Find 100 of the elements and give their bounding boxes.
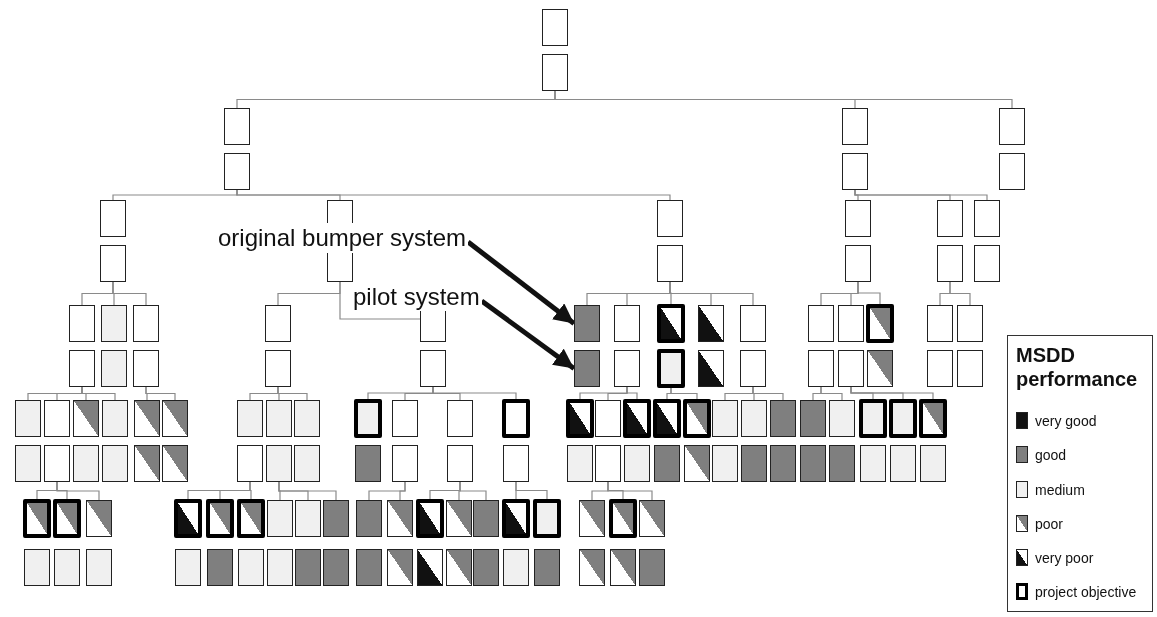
rating-box: [224, 153, 250, 190]
rating-box: [542, 54, 568, 91]
rating-box: [387, 500, 413, 537]
rating-box: [741, 445, 767, 482]
tree-connector: [854, 189, 988, 201]
rating-box: [800, 400, 826, 437]
rating-box: [420, 311, 446, 342]
rating-box: [237, 400, 263, 437]
rating-box: [420, 350, 446, 387]
tree-connector: [857, 281, 881, 305]
objective-rating-box: [566, 399, 594, 438]
rating-box: [86, 549, 112, 586]
tree-connector: [626, 386, 638, 400]
rating-box: [267, 549, 293, 586]
rating-box: [534, 549, 560, 586]
tree-connector: [249, 481, 252, 500]
rating-box: [267, 500, 293, 537]
objective-rating-box: [502, 399, 530, 438]
rating-box: [698, 305, 724, 342]
rating-box: [829, 400, 855, 437]
rating-box: [266, 445, 292, 482]
objective-rating-box: [866, 304, 894, 343]
rating-box: [698, 350, 724, 387]
tree-connector: [669, 281, 754, 306]
rating-box: [266, 400, 292, 437]
tree-connector: [607, 481, 653, 501]
tree-connector: [339, 281, 421, 320]
rating-box: [387, 549, 413, 586]
rating-box: [294, 400, 320, 437]
rating-box: [639, 500, 665, 537]
rating-box: [614, 350, 640, 387]
rating-box: [974, 245, 1000, 282]
rating-box: [654, 445, 680, 482]
objective-rating-box: [653, 399, 681, 438]
rating-box: [845, 245, 871, 282]
rating-box: [44, 400, 70, 437]
rating-box: [101, 305, 127, 342]
rating-box: [740, 350, 766, 387]
rating-box: [595, 400, 621, 437]
rating-box: [207, 549, 233, 586]
rating-box: [133, 350, 159, 387]
rating-box: [69, 350, 95, 387]
tree-connector: [399, 481, 406, 501]
tree-connector: [56, 481, 100, 501]
objective-rating-box: [683, 399, 711, 438]
rating-box: [503, 445, 529, 482]
rating-box: [69, 305, 95, 342]
legend-label: project objective: [1035, 584, 1138, 600]
tree-connector: [112, 281, 147, 306]
rating-box: [446, 549, 472, 586]
rating-box: [974, 200, 1000, 237]
rating-box: [294, 445, 320, 482]
tree-connector: [949, 281, 971, 306]
rating-box: [614, 305, 640, 342]
rating-box: [927, 305, 953, 342]
rating-box: [162, 400, 188, 437]
rating-box: [327, 200, 353, 223]
pointer-arrow: [480, 299, 576, 371]
tree-connector: [752, 386, 784, 401]
rating-box: [15, 400, 41, 437]
rating-box: [327, 253, 353, 282]
objective-rating-box: [502, 499, 530, 538]
objective-rating-box: [416, 499, 444, 538]
rating-box: [447, 400, 473, 437]
rating-box: [54, 549, 80, 586]
rating-box: [624, 445, 650, 482]
tree-connector: [277, 386, 308, 401]
objective-rating-box: [174, 499, 202, 538]
tree-connector: [81, 386, 116, 401]
rating-box: [86, 500, 112, 537]
objective-rating-box: [623, 399, 651, 438]
rating-box: [323, 500, 349, 537]
rating-box: [890, 445, 916, 482]
rating-box: [265, 305, 291, 342]
rating-box: [446, 500, 472, 537]
rating-box: [957, 305, 983, 342]
objective-rating-box: [206, 499, 234, 538]
legend-label: poor: [1035, 516, 1065, 532]
objective-rating-box: [609, 499, 637, 538]
rating-box: [579, 500, 605, 537]
rating-box: [356, 500, 382, 537]
rating-box: [73, 400, 99, 437]
legend-title: MSDD performance: [1016, 343, 1139, 391]
tree-connector: [850, 386, 934, 400]
legend-label: good: [1035, 447, 1068, 463]
rating-box: [937, 245, 963, 282]
tree-connector: [278, 481, 337, 501]
rating-box: [610, 549, 636, 586]
rating-box: [808, 350, 834, 387]
rating-box: [392, 445, 418, 482]
tree-connector: [670, 387, 698, 400]
legend-label: very poor: [1035, 550, 1095, 566]
rating-box: [740, 305, 766, 342]
rating-box: [503, 549, 529, 586]
rating-box: [162, 445, 188, 482]
objective-rating-box: [657, 304, 685, 343]
objective-rating-box: [919, 399, 947, 438]
rating-box: [265, 350, 291, 387]
rating-box: [392, 400, 418, 437]
rating-box: [101, 350, 127, 387]
